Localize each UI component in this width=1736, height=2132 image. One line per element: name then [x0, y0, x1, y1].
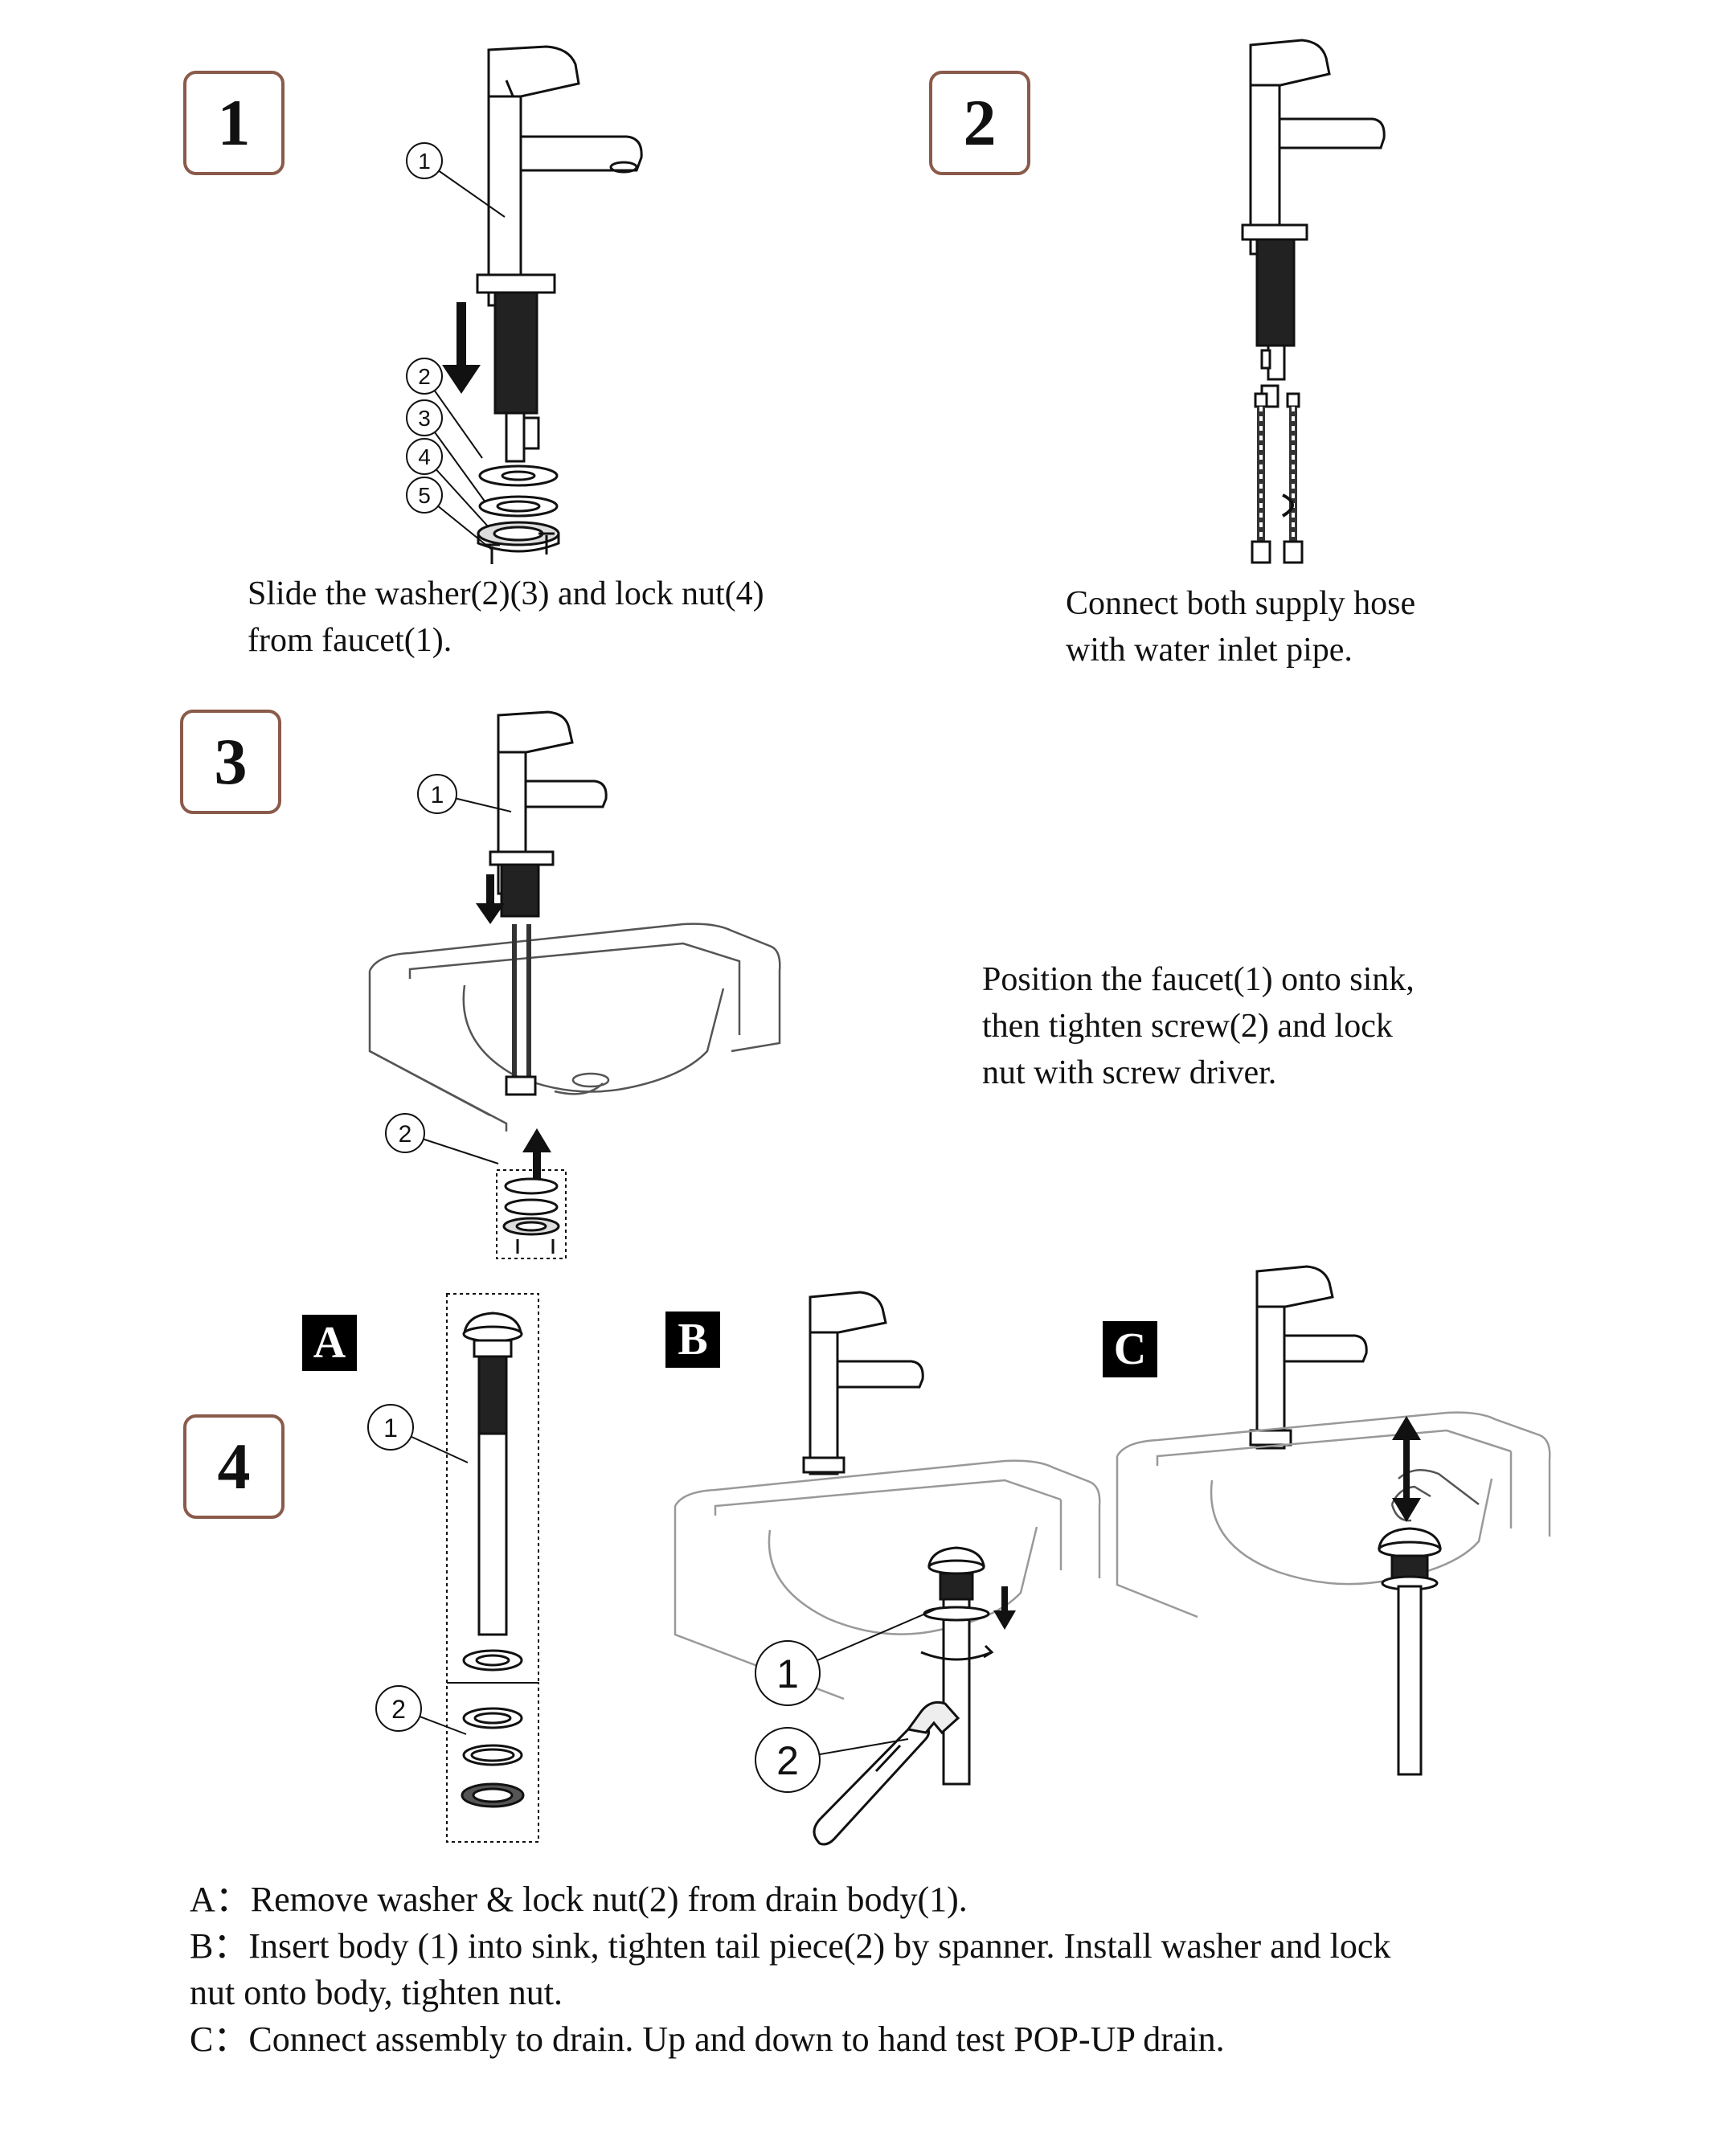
step-1-faucet-exploded-illustration: 1 2 3 4 5: [406, 45, 643, 564]
step-4-instructions: A：Remove washer & lock nut(2) from drain…: [190, 1876, 1390, 2063]
caption-line: Position the faucet(1) onto sink,: [982, 961, 1415, 998]
step-3-badge: 3: [180, 710, 281, 814]
caption-line: with water inlet pipe.: [1066, 632, 1353, 669]
part-label-1: 1: [418, 149, 431, 174]
part-label-1: 1: [383, 1414, 398, 1442]
part-label-2: 2: [399, 1121, 412, 1148]
substep-b-letter: B: [678, 1315, 708, 1365]
step-3-faucet-sink-illustration: 1 2: [368, 710, 781, 1259]
step-3-caption: Position the faucet(1) onto sink, then t…: [982, 956, 1415, 1096]
part-label-1: 1: [776, 1651, 799, 1696]
substep-b-badge: B: [665, 1312, 720, 1368]
caption-line: Connect both supply hose: [1066, 585, 1416, 622]
instruction-b-line1: B：Insert body (1) into sink, tighten tai…: [190, 1926, 1391, 1966]
caption-line: Slide the washer(2)(3) and lock nut(4): [248, 575, 764, 612]
instruction-a: A：Remove washer & lock nut(2) from drain…: [190, 1880, 968, 1919]
part-label-1: 1: [431, 782, 444, 808]
part-label-5: 5: [418, 483, 431, 508]
instruction-b-line2: nut onto body, tighten nut.: [190, 1973, 563, 2012]
substep-c-letter: C: [1113, 1324, 1147, 1374]
part-label-2: 2: [776, 1738, 799, 1783]
step-2-number: 2: [963, 86, 997, 159]
step-1-badge: 1: [183, 71, 285, 175]
step-1-number: 1: [217, 86, 251, 159]
step-2-supply-hose-illustration: [1241, 39, 1386, 564]
step-4-badge: 4: [183, 1414, 285, 1519]
step-1-caption: Slide the washer(2)(3) and lock nut(4) f…: [248, 571, 764, 664]
caption-line: then tighten screw(2) and lock: [982, 1008, 1393, 1045]
instruction-c: C：Connect assembly to drain. Up and down…: [190, 2019, 1225, 2059]
step-4b-spanner-install-illustration: 1 2: [674, 1291, 1101, 1846]
step-3-number: 3: [214, 725, 248, 798]
part-label-2: 2: [418, 364, 431, 389]
step-4c-popup-test-illustration: [1116, 1265, 1551, 1776]
part-label-3: 3: [418, 406, 431, 431]
part-label-2: 2: [391, 1695, 406, 1724]
step-2-badge: 2: [929, 71, 1030, 175]
substep-c-badge: C: [1103, 1321, 1157, 1377]
caption-line: nut with screw driver.: [982, 1054, 1277, 1091]
step-4a-drain-exploded-illustration: 1 2: [367, 1293, 539, 1843]
substep-a-letter: A: [313, 1318, 346, 1368]
substep-a-badge: A: [302, 1315, 357, 1371]
caption-line: from faucet(1).: [248, 622, 452, 659]
part-label-4: 4: [418, 444, 431, 469]
step-4-number: 4: [217, 1430, 251, 1503]
step-2-caption: Connect both supply hose with water inle…: [1066, 580, 1415, 673]
